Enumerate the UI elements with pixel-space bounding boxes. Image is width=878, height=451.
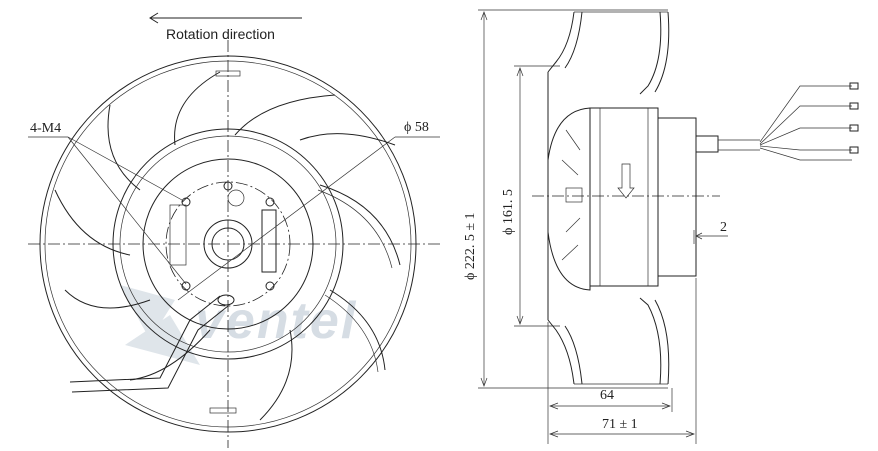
impeller-outer-circle (39, 55, 417, 433)
cable-outer (69, 295, 221, 383)
brand-label-plate (261, 209, 277, 273)
hub-diameter-leader (177, 136, 440, 301)
rotation-direction-label: Rotation direction (166, 26, 275, 42)
cable-gland-side (695, 135, 760, 153)
lead-wires (759, 82, 859, 161)
depth-label: 64 (600, 388, 614, 403)
outer-diameter-dimension (478, 9, 668, 389)
shaft-hole-inner (211, 227, 245, 261)
hub-outer-circle (112, 128, 344, 360)
certification-mark-icon (227, 189, 245, 207)
hub-diameter-label: ϕ 58 (404, 120, 429, 135)
thread-label: 4-M4 (30, 121, 61, 136)
front-view: ventel (28, 12, 440, 448)
depth-dimension (547, 278, 697, 444)
watermark-text: ventel (195, 292, 357, 350)
rotation-direction-arrow (149, 12, 302, 24)
hub-ring (119, 135, 337, 353)
gap-dimension (693, 230, 728, 244)
watermark-logo: ventel (120, 285, 357, 365)
impeller-outer-rim (44, 60, 412, 428)
cable-inner (71, 305, 229, 393)
balance-clip-bottom (209, 407, 237, 414)
side-view: ϕ 222. 5 ± 1 ϕ 161. 5 (463, 9, 859, 444)
total-length-label: 71 ± 1 (602, 417, 638, 432)
gap-label: 2 (720, 220, 727, 235)
motor-body (547, 107, 697, 291)
balance-clip-top (215, 70, 241, 77)
outer-diameter-label: ϕ 222. 5 ± 1 (463, 212, 478, 280)
total-length-dimension (549, 430, 695, 438)
motor-plate-circle (142, 158, 314, 330)
motor-diameter-label: ϕ 161. 5 (501, 189, 516, 235)
impeller-blades (54, 71, 401, 421)
rating-label-plate (169, 204, 187, 266)
thread-leader (28, 136, 187, 285)
cable-gland-front (217, 294, 235, 306)
